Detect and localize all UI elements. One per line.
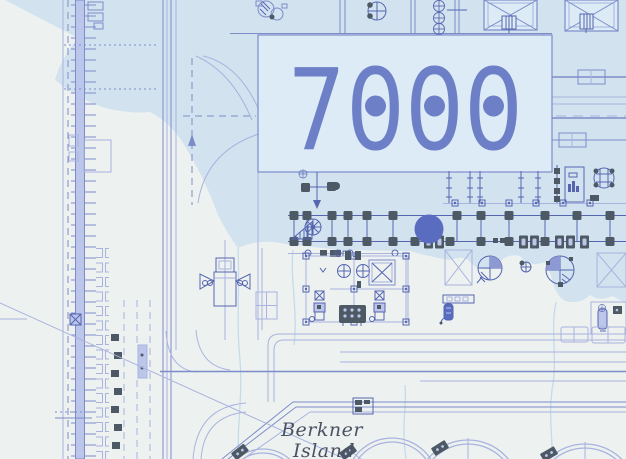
pie-gauge-icon (545, 255, 575, 287)
top-equipment (255, 0, 619, 35)
tank (230, 443, 291, 459)
manhole-icon (337, 264, 351, 278)
diagonal-track (0, 302, 346, 459)
feeder-stub (298, 169, 340, 209)
area-label-box: 7000 (257, 34, 553, 176)
fan-icon (593, 167, 615, 189)
zero-dot (365, 95, 386, 117)
instrument-icon (433, 12, 445, 24)
manhole-icon (356, 264, 370, 278)
wheel-icon (304, 218, 322, 236)
place-label-line1: Berkner (280, 419, 364, 441)
right-yard (439, 249, 626, 344)
compressor-icon (255, 0, 288, 21)
belt-items (111, 334, 122, 449)
vessel-tower (199, 257, 251, 307)
small-building (255, 291, 278, 320)
ramp-gauge-icon (290, 220, 313, 240)
aerator-icon (234, 273, 251, 290)
crane-unit (439, 294, 475, 325)
warehouse-building (564, 0, 619, 33)
stream-lines (237, 247, 557, 459)
warehouse-building (483, 0, 538, 33)
connector-block (339, 305, 366, 326)
conveyor-strip (0, 0, 158, 459)
flow-box-icon (596, 252, 626, 288)
place-label: Berkner Island (280, 419, 364, 459)
tank (338, 437, 432, 459)
zero-dot (424, 95, 445, 117)
aerator-icon (199, 273, 216, 290)
pie-gauge-icon (476, 255, 503, 284)
right-instruments (554, 165, 615, 203)
valve-circle-icon (367, 1, 387, 21)
place-label-line2: Island (292, 440, 355, 459)
small-valve-icon (519, 260, 532, 273)
instrument-icon (433, 23, 445, 35)
crossed-box-icon (368, 259, 396, 286)
storage-tanks (230, 437, 623, 459)
area-label: 7000 (287, 46, 523, 176)
zero-dot (483, 95, 504, 117)
check-mark-glyph (319, 267, 327, 273)
instrument-runs (446, 171, 541, 203)
tank (426, 438, 510, 459)
pump-icon (369, 290, 386, 322)
pipe-support (352, 397, 374, 415)
rail-node-icon (69, 313, 82, 326)
pump-icon (309, 290, 326, 322)
tank (539, 442, 623, 459)
instrument-icon (433, 0, 445, 12)
instrument-grid (302, 249, 410, 326)
large-tank-marker (414, 214, 444, 244)
crossed-box-icon (444, 249, 473, 286)
row-units (289, 211, 615, 249)
